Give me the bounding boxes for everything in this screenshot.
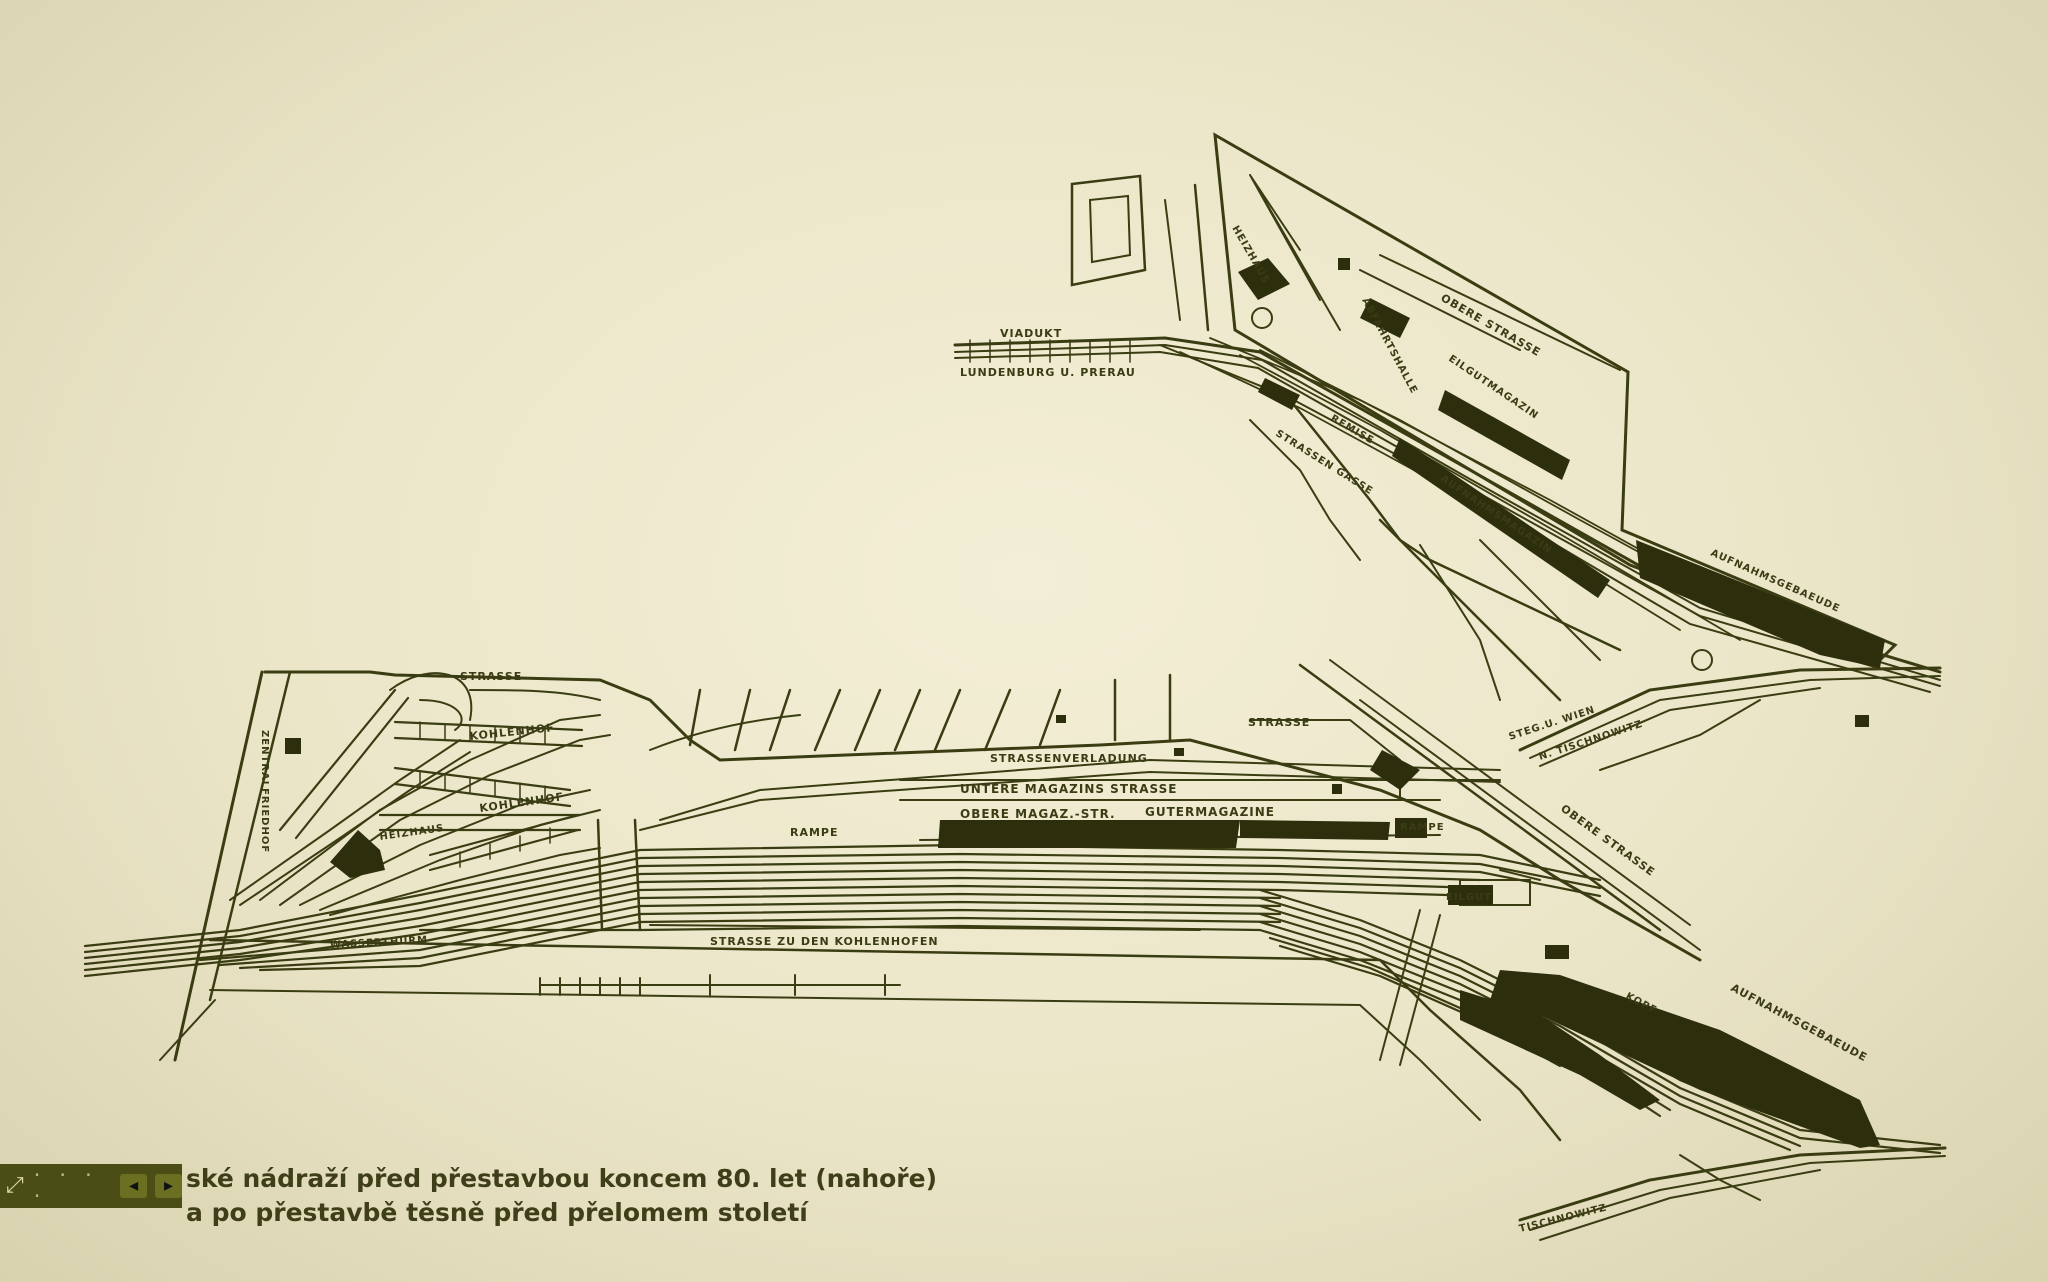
label-kohlenhof-1: KOHLENHOF bbox=[469, 721, 555, 743]
label-strassenverladung: STRASSENVERLADUNG bbox=[990, 752, 1148, 765]
label-kohlenhof-2: KOHLENHOF bbox=[479, 790, 565, 815]
label-untere-magazins: UNTERE MAGAZINS STRASSE bbox=[960, 782, 1177, 796]
bottom-plan-buildings bbox=[285, 715, 1880, 1148]
next-button[interactable]: ▸ bbox=[155, 1174, 182, 1198]
label-gutermagazine: GUTERMAGAZINE bbox=[1145, 805, 1275, 819]
label-eilgut-bottom: EILGUT bbox=[1446, 892, 1492, 903]
label-rampe-2: RAMPE bbox=[1400, 822, 1445, 833]
bottom-station-plan bbox=[83, 659, 1947, 1241]
viewer-toolbar: ⤢ · · · · ◂ ▸ bbox=[0, 1164, 182, 1208]
caption-line-1: ské nádraží před přestavbou koncem 80. l… bbox=[186, 1164, 938, 1193]
label-strasse-right: STRASSE bbox=[1248, 716, 1310, 729]
label-lundenburg: LUNDENBURG U. PRERAU bbox=[960, 366, 1136, 379]
expand-icon[interactable]: ⤢ bbox=[6, 1173, 24, 1198]
label-rampe: RAMPE bbox=[790, 826, 839, 839]
top-station-plan bbox=[953, 132, 1942, 771]
label-viadukt: VIADUKT bbox=[1000, 327, 1062, 340]
scale-bar bbox=[539, 974, 901, 996]
prev-button[interactable]: ◂ bbox=[120, 1174, 148, 1198]
label-obere-magaz: OBERE MAGAZ.-STR. bbox=[960, 807, 1116, 821]
caption-line-2: a po přestavbě těsně před přelomem stole… bbox=[186, 1198, 808, 1227]
top-plan-buildings bbox=[1238, 258, 1885, 727]
label-strasse-top: STRASSE bbox=[460, 670, 522, 683]
coal-yard-structures bbox=[278, 688, 584, 872]
label-wasserthurm: WASSERTHURM bbox=[330, 935, 429, 951]
label-strasse-kohlenhofen: STRASSE ZU DEN KOHLENHOFEN bbox=[710, 935, 939, 948]
toolbar-dots: · · · · bbox=[31, 1165, 96, 1207]
map-caption: ské nádraží před přestavbou koncem 80. l… bbox=[186, 1162, 1086, 1230]
label-zentralfriedhof: ZENTRALFRIEDHOF bbox=[259, 730, 270, 853]
